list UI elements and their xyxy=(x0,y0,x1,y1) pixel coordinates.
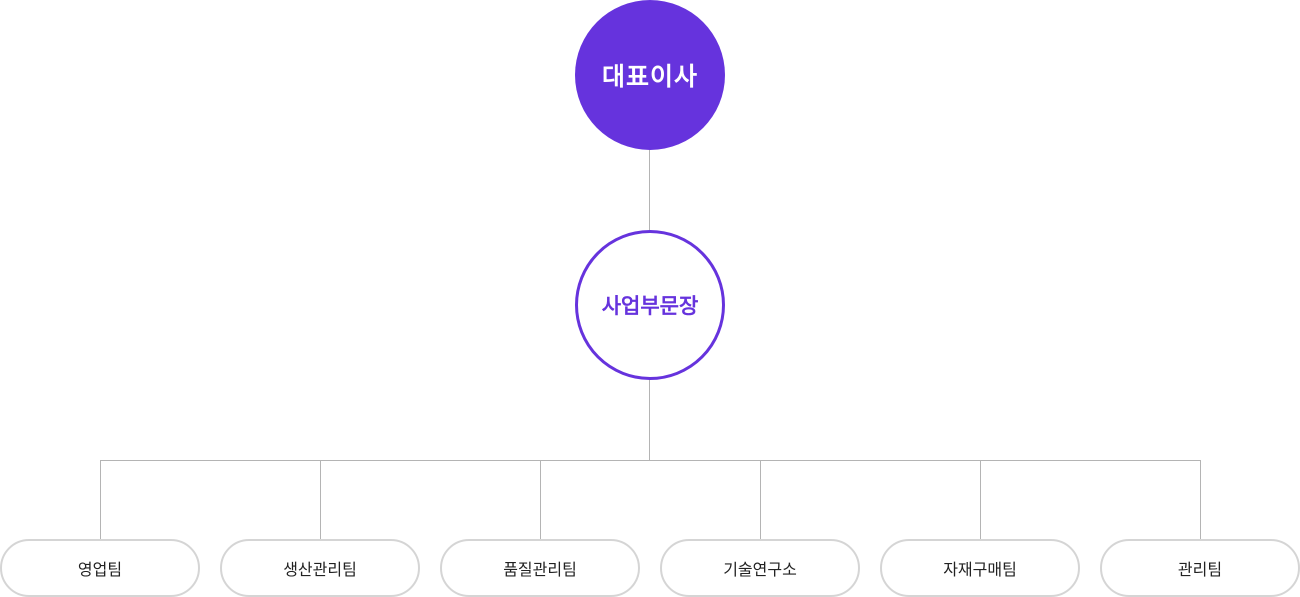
ceo-node: 대표이사 xyxy=(575,0,725,150)
team-node-sales[interactable]: 영업팀 xyxy=(0,539,200,597)
division-label: 사업부문장 xyxy=(601,294,699,318)
team-label: 자재구매팀 xyxy=(943,560,1017,579)
connector-horizontal xyxy=(100,460,1201,461)
connector-team-1 xyxy=(100,460,101,539)
team-node-purchasing[interactable]: 자재구매팀 xyxy=(880,539,1080,597)
team-node-production-management[interactable]: 생산관리팀 xyxy=(220,539,420,597)
connector-team-2 xyxy=(320,460,321,539)
team-label: 품질관리팀 xyxy=(503,560,577,579)
division-node: 사업부문장 xyxy=(575,230,725,380)
connector-division-down xyxy=(649,378,650,460)
team-node-quality-management[interactable]: 품질관리팀 xyxy=(440,539,640,597)
team-label: 기술연구소 xyxy=(723,560,797,579)
team-node-research-lab[interactable]: 기술연구소 xyxy=(660,539,860,597)
connector-team-3 xyxy=(540,460,541,539)
connector-ceo-division xyxy=(649,150,650,230)
team-label: 영업팀 xyxy=(77,560,123,579)
team-label: 생산관리팀 xyxy=(283,560,357,579)
ceo-label: 대표이사 xyxy=(601,62,698,91)
connector-team-5 xyxy=(980,460,981,539)
team-label: 관리팀 xyxy=(1177,560,1223,579)
team-node-administration[interactable]: 관리팀 xyxy=(1100,539,1300,597)
connector-team-4 xyxy=(760,460,761,539)
connector-team-6 xyxy=(1200,460,1201,539)
